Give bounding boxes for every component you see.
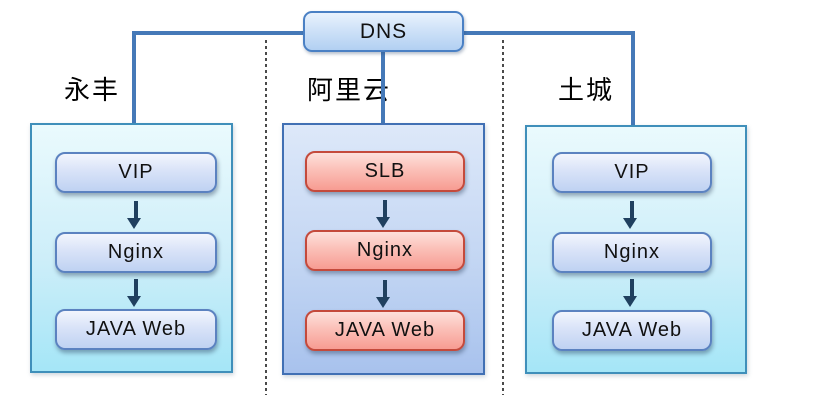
node-slb: SLB (305, 151, 465, 192)
flow-arrow-line (630, 279, 634, 298)
connector-dns-to-yongfeng-vertical (132, 31, 136, 133)
flow-arrow-line (134, 279, 138, 298)
flow-arrow-line (383, 280, 387, 299)
node-label: JAVA Web (334, 319, 436, 341)
node-label: VIP (118, 161, 154, 183)
node-label: Nginx (603, 241, 661, 263)
flow-arrow-line (383, 200, 387, 219)
arrow-down-icon (623, 296, 637, 307)
flow-arrow-line (630, 201, 634, 220)
flow-arrow-line (134, 201, 138, 220)
arrow-down-icon (127, 296, 141, 307)
node-nginx: Nginx (55, 232, 217, 273)
dashed-divider-right (502, 40, 504, 395)
node-nginx: Nginx (305, 230, 465, 271)
node-label: VIP (614, 161, 650, 183)
node-label: JAVA Web (581, 319, 683, 341)
arrow-down-icon (127, 218, 141, 229)
region-container-tucheng: VIP Nginx JAVA Web (525, 125, 747, 374)
connector-dns-to-tucheng-horizontal (462, 31, 635, 35)
node-java-web: JAVA Web (305, 310, 465, 351)
dashed-divider-left (265, 40, 267, 395)
node-java-web: JAVA Web (552, 310, 712, 351)
arrow-down-icon (376, 297, 390, 308)
dns-node: DNS (303, 11, 464, 52)
node-label: Nginx (107, 241, 165, 263)
connector-dns-to-yongfeng-horizontal (132, 31, 305, 35)
node-java-web: JAVA Web (55, 309, 217, 350)
dns-node-label: DNS (359, 19, 408, 43)
connector-dns-to-tucheng-vertical (631, 31, 635, 133)
node-nginx: Nginx (552, 232, 712, 273)
arrow-down-icon (623, 218, 637, 229)
region-label-aliyun: 阿里云 (307, 76, 392, 105)
node-vip: VIP (55, 152, 217, 193)
region-container-aliyun: SLB Nginx JAVA Web (282, 123, 485, 375)
node-vip: VIP (552, 152, 712, 193)
region-label-tucheng: 土城 (558, 76, 615, 105)
region-label-yongfeng: 永丰 (64, 76, 121, 105)
arrow-down-icon (376, 217, 390, 228)
region-container-yongfeng: VIP Nginx JAVA Web (30, 123, 233, 373)
node-label: JAVA Web (85, 318, 187, 340)
node-label: Nginx (356, 239, 414, 261)
connector-dns-to-aliyun-vertical (381, 50, 385, 135)
node-label: SLB (364, 160, 406, 182)
